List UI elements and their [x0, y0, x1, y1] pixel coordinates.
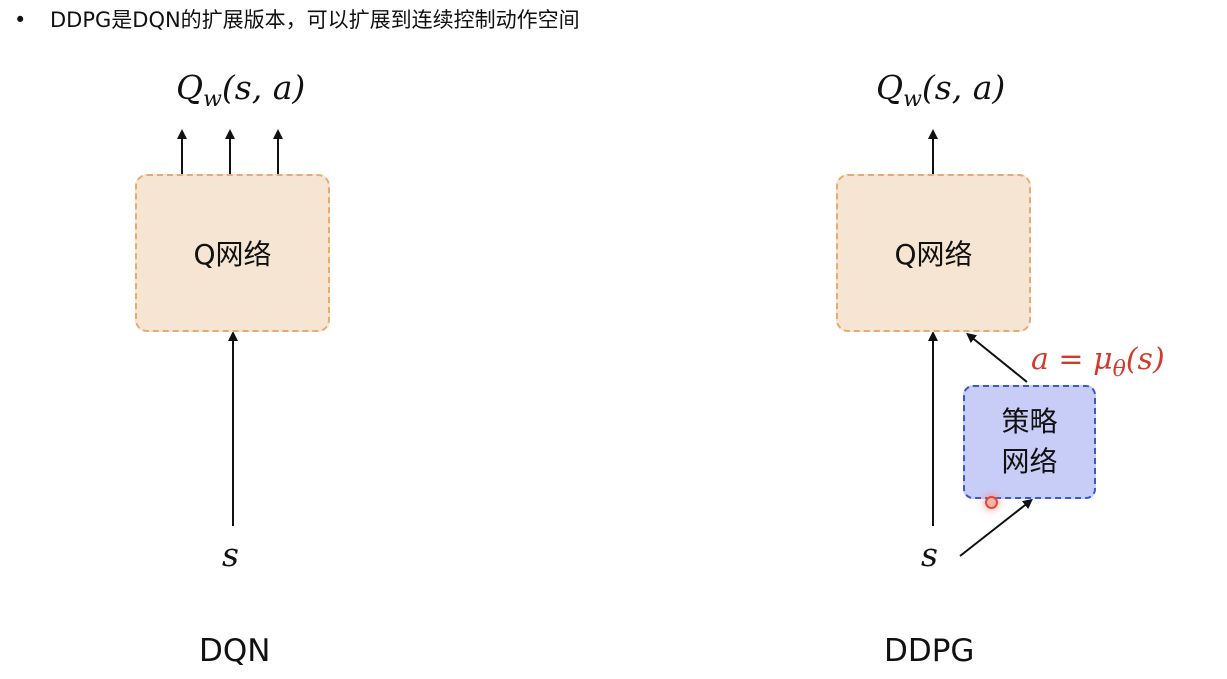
- state-to-policy-arrow: [959, 498, 1033, 557]
- dqn-q-network-box: Q网络: [135, 174, 330, 332]
- cursor-pointer-dot: [985, 496, 998, 509]
- dqn-caption: DQN: [199, 633, 271, 669]
- policy-network-box: 策略 网络: [963, 385, 1096, 499]
- dqn-q-output-label: Qw(s, a): [176, 68, 305, 112]
- dqn-q-subscript: w: [203, 87, 222, 112]
- bullet-dot: •: [14, 8, 27, 32]
- dqn-q-symbol: Q: [176, 68, 204, 107]
- action-theta-subscript: θ: [1112, 357, 1126, 382]
- action-equation-label: a = μθ(s): [1031, 342, 1165, 382]
- action-args: (s): [1125, 342, 1165, 377]
- ddpg-q-args: (s, a): [921, 68, 1006, 107]
- ddpg-q-output-label: Qw(s, a): [876, 68, 1005, 112]
- dqn-q-args: (s, a): [221, 68, 306, 107]
- ddpg-caption: DDPG: [884, 633, 975, 669]
- dqn-q-network-label: Q网络: [193, 238, 272, 271]
- header-bullet-row: • DDPG是DQN的扩展版本，可以扩展到连续控制动作空间: [14, 4, 580, 34]
- dqn-state-label: s: [222, 535, 239, 574]
- policy-label-line1: 策略: [1001, 405, 1058, 438]
- ddpg-q-symbol: Q: [876, 68, 904, 107]
- policy-to-q-arrow: [966, 332, 1028, 383]
- ddpg-state-label: s: [921, 535, 938, 574]
- ddpg-q-network-label: Q网络: [894, 238, 973, 271]
- header-text: DDPG是DQN的扩展版本，可以扩展到连续控制动作空间: [50, 8, 580, 32]
- action-prefix: a = μ: [1031, 342, 1113, 377]
- ddpg-q-subscript: w: [903, 87, 922, 112]
- ddpg-q-network-box: Q网络: [836, 174, 1031, 332]
- policy-label-line2: 网络: [1001, 445, 1058, 478]
